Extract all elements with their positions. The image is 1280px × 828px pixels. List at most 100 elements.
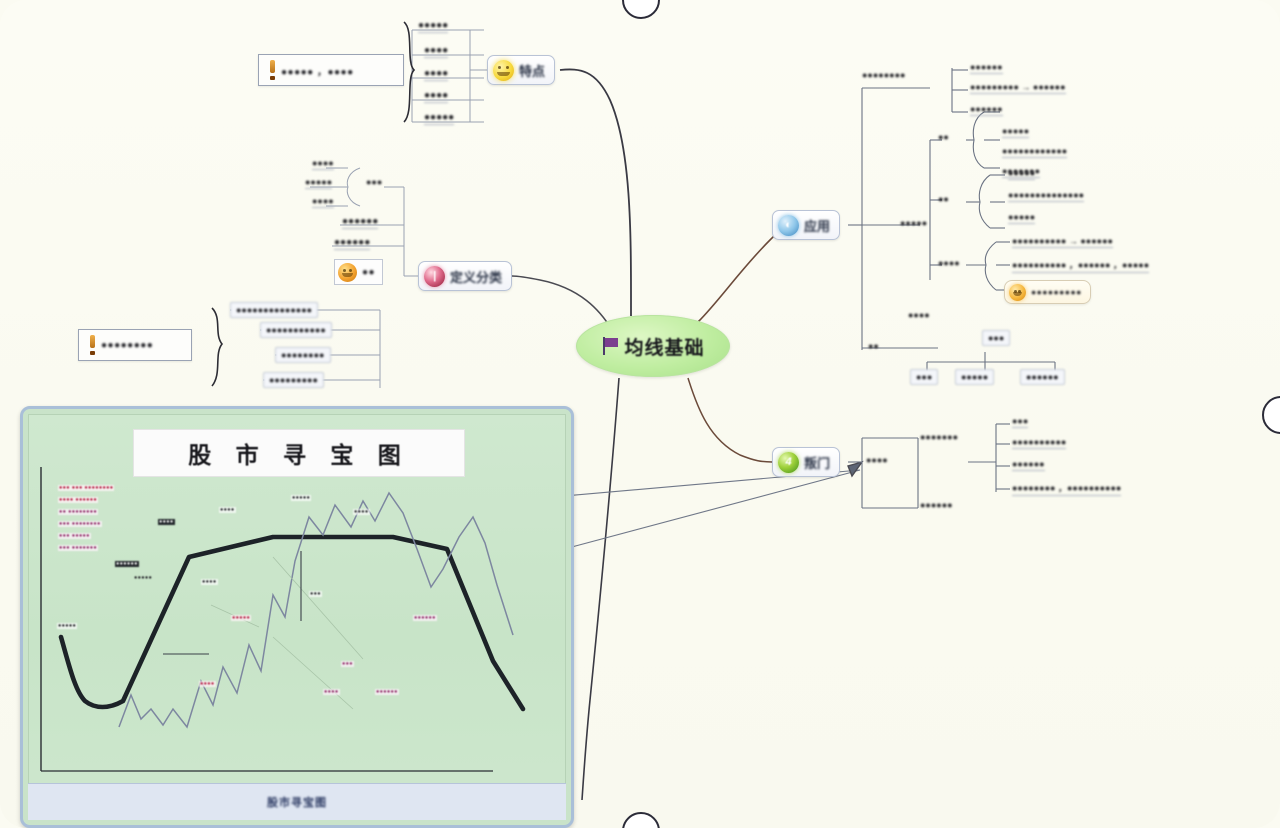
legend-line-0: ●●● ●●● ●●●●●●●●: [58, 485, 115, 491]
embedded-ellipse-top: ●●●: [341, 661, 354, 667]
application-g1-s2-item-0: ●●●●●●●●●● → ●●●●●●: [1012, 236, 1113, 248]
left-note-item-1: ●●●●●●●●●●●: [260, 322, 332, 338]
application-g1-s2-label: ●●●●: [938, 258, 960, 268]
branch-application[interactable]: ◐ 应用: [772, 210, 841, 240]
branch-application-label: 应用: [804, 218, 831, 234]
definition-sub-label: ●●●: [366, 177, 383, 187]
embedded-annotation-9: ●●●●: [201, 579, 218, 585]
legend-line-2: ●● ●●●●●●●●: [58, 509, 99, 515]
application-g1-s2-item-1: ●●●●●●●●●● ，●●●●●● ，●●●●●: [1012, 258, 1150, 273]
application-g1-s0-label: ●●: [938, 132, 949, 142]
embedded-vbox-caption: ●●●●●: [134, 575, 153, 581]
definition-sub-0: ●●●●: [312, 158, 334, 170]
branch-attribute-label: 特点: [519, 63, 546, 79]
embedded-annotation-11: ●●●: [309, 591, 322, 597]
application-tree-child-0: ●●●: [910, 369, 939, 385]
smiley-orange-icon: [1009, 283, 1026, 301]
gate-item-1: ●●●●●●●●●●: [1012, 437, 1067, 449]
legend-line-1: ●●●● ●●●●●●: [58, 497, 99, 503]
application-g1-s0-item-0: ●●●●●: [1002, 126, 1030, 138]
legend-line-4: ●●● ●●●●●: [58, 533, 91, 539]
smiley-yellow-icon: [493, 59, 514, 81]
embedded-annotation-12: ●●●●●●: [413, 615, 437, 621]
flag-icon: [601, 337, 619, 355]
gate-group-0-label: ●●●●: [866, 455, 888, 465]
definition-sub-node[interactable]: ●●: [334, 259, 384, 285]
smiley-orange-icon: [338, 262, 357, 282]
gate-item-0: ●●●: [1012, 416, 1029, 428]
central-node-label: 均线基础: [624, 337, 705, 359]
embedded-annotation-14: ●●●●●: [57, 623, 78, 629]
gate-group-1-label: ●●●●●●: [920, 500, 953, 510]
embedded-annotation-8: ●●●●●●: [115, 561, 139, 567]
application-g0-item-1: ●●●●●●●●● → ●●●●●●: [970, 82, 1066, 94]
application-tree-child-2: ●●●●●●: [1020, 369, 1065, 385]
page-notch-right: [1262, 396, 1280, 434]
page-notch-top: [622, 0, 660, 19]
branch-definition[interactable]: | 定义分类: [418, 261, 512, 291]
branch-definition-label: 定义分类: [450, 269, 503, 285]
note-top[interactable]: ●●●●● ，●●●●: [258, 54, 404, 86]
circle-green-icon: 4: [778, 451, 799, 473]
exclamation-icon: [269, 60, 276, 80]
application-g1-s0-item-2: ●●●●●●●: [1002, 166, 1041, 178]
embedded-annotation-13: ●●●●: [199, 681, 216, 687]
left-note-item-3: ●●●●●●●●●: [263, 372, 324, 388]
embedded-annotation-4: ●●●●: [158, 519, 175, 525]
exclamation-icon: [89, 335, 96, 355]
application-g0-item-2: ●●●●●●: [970, 104, 1003, 116]
top-item-3: ●●●●: [424, 90, 449, 103]
application-g1-s0-item-1: ●●●●●●●●●●●●: [1002, 146, 1068, 158]
branch-gate[interactable]: 4 叛门: [772, 447, 841, 477]
definition-item-0: ●●●●●●: [342, 216, 379, 229]
embedded-annotation-7: ●●●●: [353, 509, 370, 515]
embedded-image-title-text: 股 市 寻 宝 图: [188, 442, 410, 468]
application-g1-s1-item-0: ●●●●●: [1008, 168, 1036, 180]
embedded-chart: [40, 467, 526, 772]
application-tree-child-1: ●●●●●: [955, 369, 995, 385]
legend-line-5: ●●● ●●●●●●●: [58, 545, 99, 551]
application-callout[interactable]: ●●●●●●●●●: [1004, 280, 1091, 304]
circle-red-icon: |: [424, 265, 445, 287]
embedded-bottom-bar: 股市寻宝图: [28, 783, 566, 820]
application-callout-label: ●●●●●●●●●: [1031, 287, 1082, 297]
embedded-annotation-6: ●●●●●: [291, 495, 312, 501]
top-item-1: ●●●●: [424, 45, 449, 58]
embedded-bottom-bar-label: 股市寻宝图: [267, 797, 327, 809]
page-notch-bottom: [622, 812, 660, 828]
top-item-4: ●●●●●: [424, 112, 455, 125]
application-group-0-label: ●●●●●●●●: [862, 70, 906, 80]
application-group-1-label: ●●●●●: [900, 218, 928, 228]
definition-item-1: ●●●●●●: [334, 237, 371, 250]
definition-sub-2: ●●●●: [312, 196, 334, 208]
legend-line-3: ●●● ●●●●●●●●: [58, 521, 102, 527]
left-note-item-2: ●●●●●●●●: [275, 347, 331, 363]
application-group-2-caption: ●●●●: [908, 310, 930, 320]
definition-sub-node-label: ●●: [362, 266, 376, 278]
central-node[interactable]: 均线基础: [576, 315, 730, 377]
application-tree-parent: ●●●: [982, 330, 1011, 346]
application-g1-s1-label: ●●: [938, 194, 949, 204]
embedded-annotation-5: ●●●●: [219, 507, 236, 513]
application-g1-s1-item-2: ●●●●●: [1008, 212, 1036, 224]
left-note-item-0: ●●●●●●●●●●●●●●: [230, 302, 319, 318]
embedded-image-stock-treasure-map[interactable]: 股 市 寻 宝 图 ●●● ●●● ●●●●●●●● ●●●● ●●●●●● ●…: [20, 406, 574, 828]
note-left[interactable]: ●●●●●●●●: [78, 329, 192, 361]
embedded-ellipse-right: ●●●●●●: [375, 689, 399, 695]
application-g0-item-0: ●●●●●●: [970, 62, 1003, 74]
top-item-0: ●●●●●: [418, 20, 449, 33]
branch-gate-label: 叛门: [804, 455, 831, 471]
embedded-annotation-10: ●●●●●: [231, 615, 252, 621]
embedded-ellipse-left: ●●●●: [323, 689, 340, 695]
branch-attribute[interactable]: 特点: [487, 55, 556, 85]
gate-item-2: ●●●●●●: [1012, 459, 1045, 471]
note-left-text: ●●●●●●●●: [101, 339, 154, 351]
top-item-2: ●●●●: [424, 68, 449, 81]
definition-sub-1: ●●●●●: [305, 177, 333, 189]
gate-item-3: ●●●●●●●● ，●●●●●●●●●●: [1012, 481, 1122, 496]
gate-group-0-sublabel: ●●●●●●●: [920, 432, 959, 442]
note-top-text: ●●●●● ，●●●●: [281, 66, 354, 78]
application-group-2-label: ●●: [868, 341, 879, 351]
globe-blue-icon: ◐: [778, 214, 799, 236]
